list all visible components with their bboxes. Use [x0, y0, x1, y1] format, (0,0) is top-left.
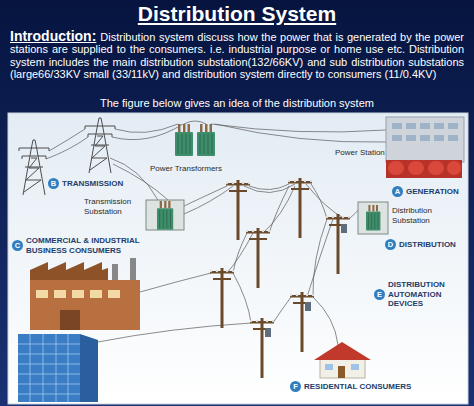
- distribution-substation: [358, 202, 388, 234]
- letter-circle: E: [374, 289, 385, 300]
- house: [314, 342, 371, 378]
- section-marker: FRESIDENTIAL CONSUMERS: [290, 381, 411, 392]
- figure-caption: The figure below gives an idea of the di…: [0, 97, 474, 110]
- section-heading: DISTRIBUTION AUTOMATION DEVICES: [388, 280, 468, 309]
- factory: [30, 258, 140, 330]
- letter-circle: C: [12, 240, 23, 251]
- automation-devices: [265, 224, 347, 337]
- letter-circle: B: [48, 178, 59, 189]
- part-label: Power Station: [335, 148, 385, 158]
- section-marker: BTRANSMISSION: [48, 178, 123, 189]
- part-label: Power Transformers: [150, 164, 222, 174]
- part-label: Transmission Substation: [84, 197, 142, 216]
- letter-circle: F: [290, 381, 301, 392]
- letter-circle: A: [392, 186, 403, 197]
- power-station: [386, 117, 464, 178]
- section-heading: COMMERCIAL & INDUSTRIAL BUSINESS CONSUME…: [26, 236, 162, 255]
- section-heading: RESIDENTIAL CONSUMERS: [304, 382, 411, 392]
- office-building: [18, 334, 98, 402]
- section-marker: EDISTRIBUTION AUTOMATION DEVICES: [374, 280, 468, 309]
- figure-panel: [8, 113, 468, 404]
- utility-poles: [210, 178, 350, 378]
- letter-circle: D: [385, 239, 396, 250]
- section-marker: CCOMMERCIAL & INDUSTRIAL BUSINESS CONSUM…: [12, 236, 162, 255]
- intro-heading: Introduction:: [10, 28, 96, 44]
- section-marker: DDISTRIBUTION: [385, 239, 456, 250]
- part-label: Distribution Substation: [392, 206, 452, 225]
- slide-title: Distribution System: [0, 2, 474, 26]
- section-heading: GENERATION: [406, 187, 459, 197]
- section-heading: DISTRIBUTION: [399, 240, 456, 250]
- intro-paragraph: Introduction:Distribution system discuss…: [10, 30, 464, 81]
- section-heading: TRANSMISSION: [62, 179, 123, 189]
- power-transformers: [175, 124, 215, 156]
- transmission-substation: [146, 200, 184, 230]
- section-marker: AGENERATION: [392, 186, 459, 197]
